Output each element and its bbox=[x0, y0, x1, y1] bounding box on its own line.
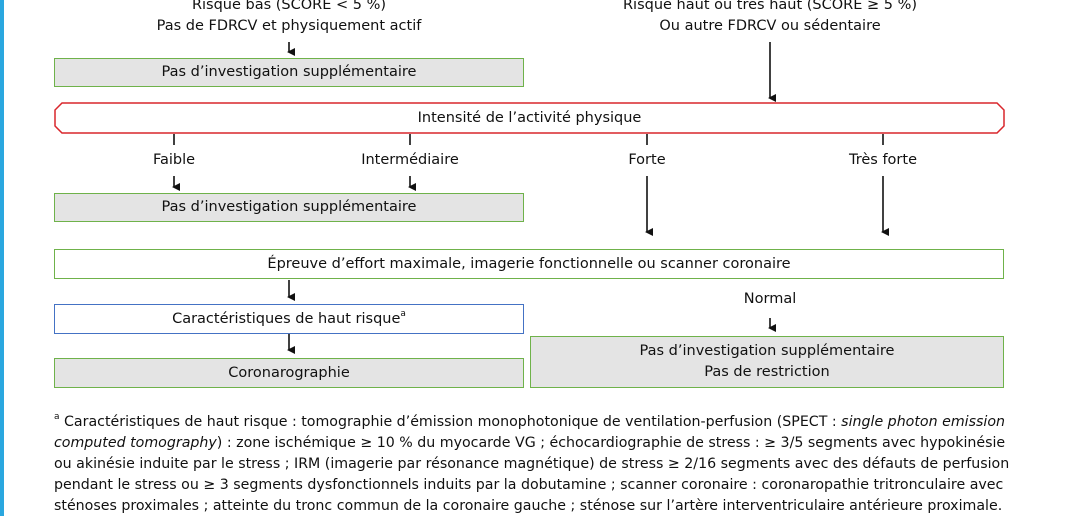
footnote: a Caractéristiques de haut risque : tomo… bbox=[54, 412, 1054, 517]
level-intermediaire: Intermédiaire bbox=[361, 152, 459, 168]
final-box-line1: Pas d’investigation supplémentaire bbox=[639, 343, 895, 359]
no-investigation-box-1-label: Pas d’investigation supplémentaire bbox=[161, 64, 417, 80]
high-risk-criteria: Ou autre FDRCV ou sédentaire bbox=[659, 18, 881, 34]
footnote-line-3: ou akinésie induite par le stress ; IRM … bbox=[54, 456, 1010, 472]
coronarography-box: Coronarographie bbox=[54, 358, 524, 388]
footnote-line-2-italic: computed tomography bbox=[54, 435, 217, 451]
footnote-line-2: ) : zone ischémique ≥ 10 % du myocarde V… bbox=[216, 435, 1006, 451]
no-investigation-box-2: Pas d’investigation supplémentaire bbox=[54, 193, 524, 222]
high-risk-label: Risque haut ou très haut (SCORE ≥ 5 %) bbox=[622, 0, 918, 13]
high-risk-features-label: Caractéristiques de haut risquea bbox=[172, 308, 406, 327]
footnote-line-5: sténoses proximales ; atteinte du tronc … bbox=[54, 498, 1003, 514]
intensity-box: Intensité de l’activité physique bbox=[417, 110, 642, 126]
level-faible: Faible bbox=[152, 152, 196, 168]
low-risk-criteria: Pas de FDRCV et physiquement actif bbox=[156, 18, 422, 34]
level-forte: Forte bbox=[628, 152, 666, 168]
high-risk-features-box: Caractéristiques de haut risquea bbox=[54, 304, 524, 334]
stress-test-box-label: Épreuve d’effort maximale, imagerie fonc… bbox=[267, 255, 791, 272]
no-investigation-box-1: Pas d’investigation supplémentaire bbox=[54, 58, 524, 87]
no-investigation-no-restriction-box: Pas d’investigation supplémentaire Pas d… bbox=[530, 336, 1004, 388]
accent-bar bbox=[0, 0, 4, 516]
no-investigation-box-2-label: Pas d’investigation supplémentaire bbox=[161, 199, 417, 215]
normal-label: Normal bbox=[743, 291, 797, 307]
low-risk-label: Risque bas (SCORE < 5 %) bbox=[191, 0, 387, 13]
final-box-line2: Pas de restriction bbox=[704, 364, 830, 380]
footnote-line-1-italic: single photon emission bbox=[841, 414, 1005, 430]
coronarography-label: Coronarographie bbox=[228, 364, 350, 381]
footnote-marker: a bbox=[54, 412, 60, 422]
level-tres-forte: Très forte bbox=[849, 152, 917, 168]
footnote-line-1: Caractéristiques de haut risque : tomogr… bbox=[59, 414, 842, 430]
footnote-line-4: pendant le stress ou ≥ 3 segments dysfon… bbox=[54, 477, 1004, 493]
stress-test-box: Épreuve d’effort maximale, imagerie fonc… bbox=[54, 249, 1004, 279]
intensity-box-shape bbox=[54, 102, 1005, 134]
